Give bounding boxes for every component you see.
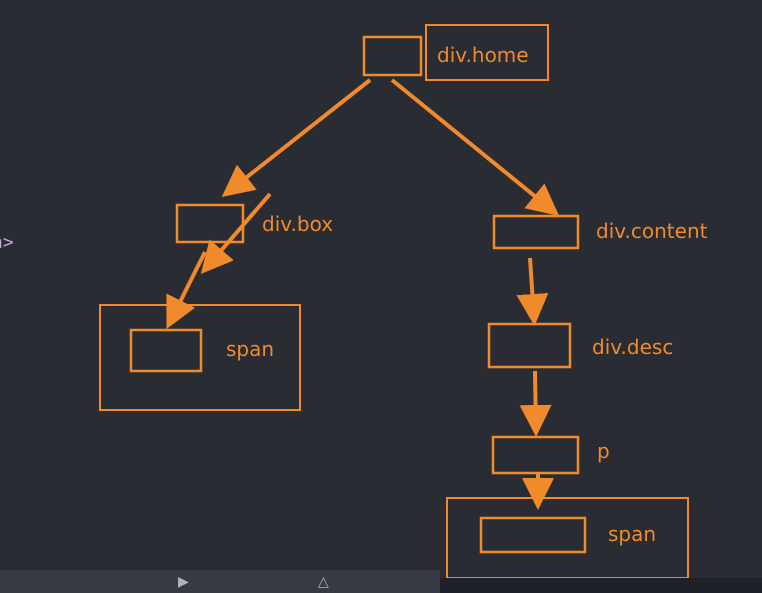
span-left-node-box: [129, 328, 203, 373]
box-label: div.box: [262, 212, 333, 236]
edge-code-fragment: n>: [0, 232, 14, 253]
desc-node-box: [487, 322, 572, 369]
arrow-box-to-span: [166, 251, 207, 330]
p-label: p: [597, 439, 610, 463]
p-node-box: [491, 435, 580, 475]
arrow-box-to-span-stroke-1: [200, 192, 272, 275]
home-label-frame: [425, 24, 549, 81]
content-node-box: [492, 214, 580, 250]
arrow-home-to-content: [390, 78, 560, 217]
span-right-node-box: [479, 516, 587, 554]
content-label: div.content: [596, 219, 708, 243]
arrow-desc-to-p: [519, 370, 552, 437]
span-left-container: [99, 304, 301, 411]
home-label: div.home: [437, 43, 529, 67]
span-left-label: span: [226, 337, 274, 361]
span-right-label: span: [608, 522, 656, 546]
home-node-box: [362, 35, 423, 77]
bottom-strip: [440, 578, 762, 593]
video-control-bar: ▶ △: [0, 570, 440, 593]
desc-label: div.desc: [592, 335, 673, 359]
arrow-content-to-desc: [516, 257, 549, 326]
warning-icon: △: [318, 574, 329, 590]
arrow-home-to-box: [221, 78, 372, 197]
play-icon[interactable]: ▶: [178, 574, 189, 590]
